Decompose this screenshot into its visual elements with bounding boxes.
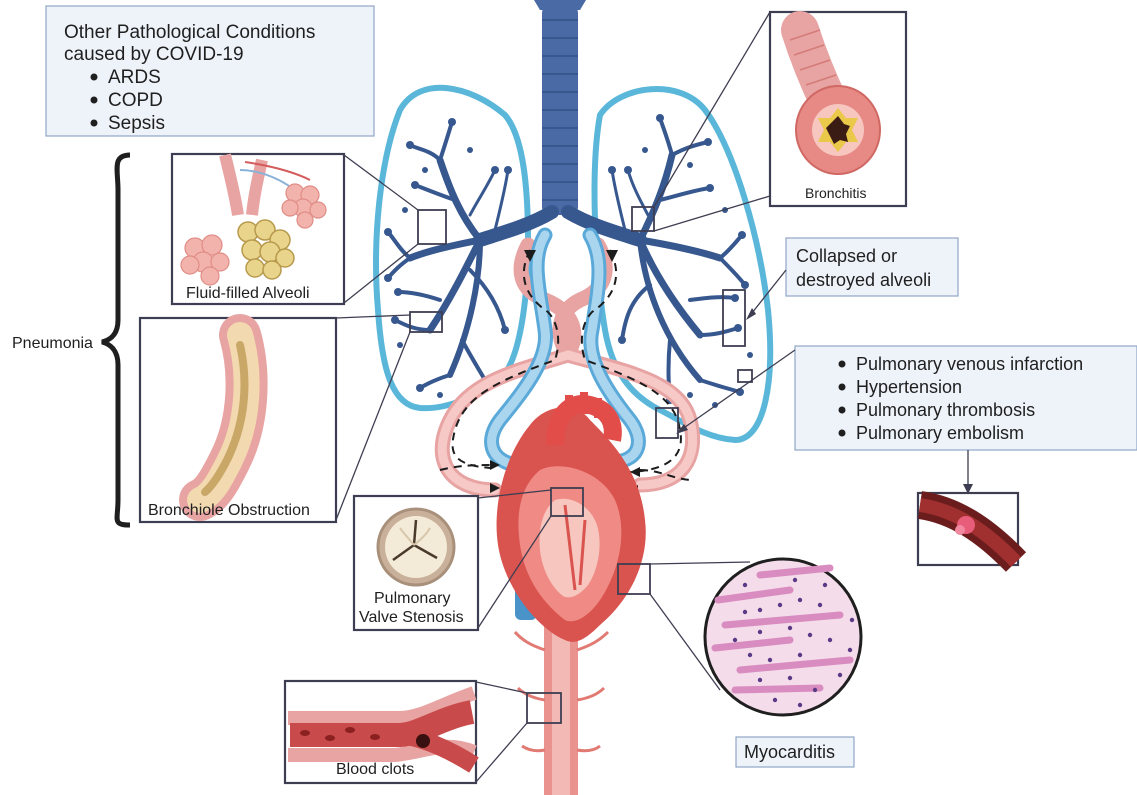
other-condition-item: Sepsis [108,113,165,134]
pneumonia-label: Pneumonia [12,335,93,352]
embolism-vessel-panel [918,493,1018,565]
valve-stenosis-panel: Pulmonary Valve Stenosis [354,496,478,630]
zoom-marker-lung-edge [738,370,752,382]
pulmonary-conditions-box: Pulmonary venous infarction Hypertension… [795,346,1137,450]
bronchiole-obstruction-label: Bronchiole Obstruction [148,502,310,519]
collapsed-alveoli-line2: destroyed alveoli [796,270,931,290]
other-condition-item: ARDS [108,67,161,88]
myocarditis-panel: Myocarditis [705,559,861,767]
pulmonary-condition-item: Pulmonary thrombosis [856,400,1035,420]
fluid-filled-alveoli-panel: Fluid-filled Alveoli [172,154,344,304]
bronchitis-panel: Bronchitis [770,12,906,206]
other-conditions-title-line2: caused by COVID-19 [64,44,244,65]
collapsed-alveoli-box: Collapsed or destroyed alveoli [786,238,958,296]
right-main-bronchus [568,212,640,240]
valve-label-line2: Valve Stenosis [359,609,464,626]
lungs [376,0,770,440]
blood-clots-panel: Blood clots [285,681,476,783]
blood-clots-label: Blood clots [336,761,414,778]
myocarditis-label: Myocarditis [744,742,835,762]
pulmonary-condition-item: Hypertension [856,377,962,397]
bronchiole-obstruction-panel: Bronchiole Obstruction [140,318,336,522]
other-conditions-title-line1: Other Pathological Conditions [64,22,315,43]
zoom-marker-alveoli [418,210,446,244]
right-lung-outline [595,89,771,440]
pulmonary-condition-item: Pulmonary embolism [856,423,1024,443]
pulmonary-condition-item: Pulmonary venous infarction [856,354,1083,374]
fluid-filled-alveoli-label: Fluid-filled Alveoli [186,285,310,302]
other-condition-item: COPD [108,90,163,111]
left-bronchial-tree [384,118,512,398]
pneumonia-brace [102,155,130,525]
collapsed-alveoli-line1: Collapsed or [796,246,897,266]
bronchitis-label: Bronchitis [805,185,866,201]
other-conditions-box: Other Pathological Conditions caused by … [46,6,374,136]
valve-label-line1: Pulmonary [374,590,450,607]
